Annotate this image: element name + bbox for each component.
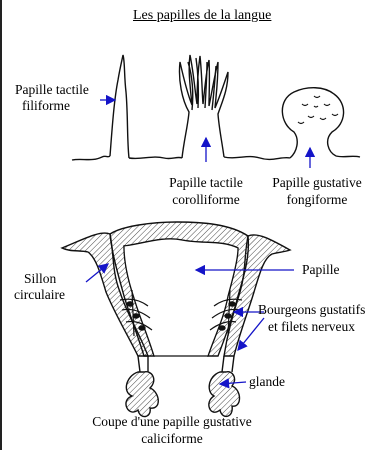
gland-left: [126, 372, 158, 417]
label-sillon-line1: Sillon: [24, 271, 56, 287]
surface-top: [72, 55, 360, 160]
label-papille: Papille: [302, 262, 340, 278]
fungiform-papilla: [282, 88, 343, 158]
diagram-title: Les papilles de la langue: [133, 8, 271, 24]
label-corolliforme-line2: corolliforme: [156, 192, 256, 208]
gland-right: [209, 372, 240, 417]
corolliform-papilla: [179, 55, 228, 158]
caption-line2: caliciforme: [62, 431, 282, 447]
label-bourgeons-line2: et filets nerveux: [268, 319, 355, 335]
caption-line1: Coupe d'une papille gustative: [62, 414, 282, 430]
label-fongiforme-line1: Papille gustative: [260, 175, 374, 191]
label-corolliforme-line1: Papille tactile: [156, 175, 256, 191]
label-bourgeons-line1: Bourgeons gustatifs: [258, 302, 365, 318]
label-filiforme-line1: Papille tactile: [15, 82, 89, 98]
label-filiforme-line2: filiforme: [22, 98, 70, 114]
label-sillon-line2: circulaire: [14, 287, 65, 303]
label-fongiforme-line2: fongiforme: [260, 192, 374, 208]
label-glande: glande: [249, 374, 285, 390]
filiform-papilla: [110, 55, 129, 158]
